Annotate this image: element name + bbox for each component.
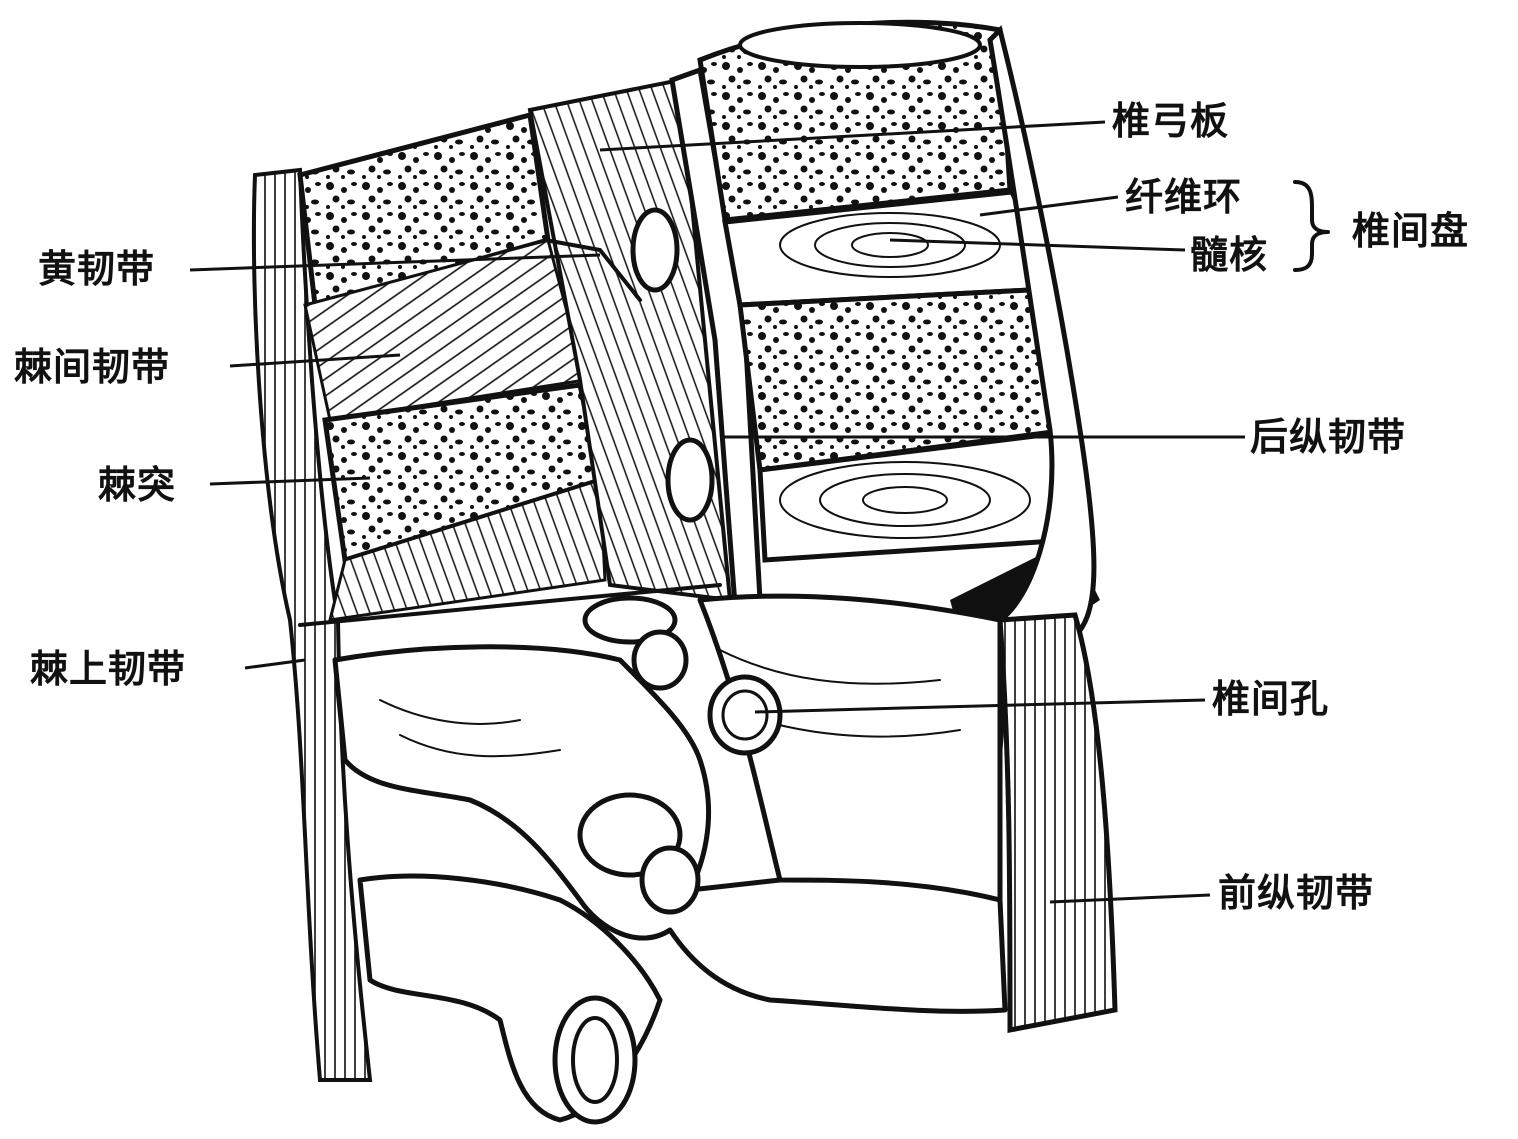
lower-spinous-process [325, 385, 605, 620]
label-intervertebral-disc: 椎间盘 [1352, 212, 1469, 250]
label-vertebral-lamina: 椎弓板 [1112, 102, 1229, 140]
label-interspinous-ligament: 棘间韧带 [14, 348, 170, 386]
label-anterior-longitudinal-ligament: 前纵韧带 [1218, 874, 1374, 912]
disc-brace [1295, 182, 1328, 270]
label-supraspinous-ligament: 棘上韧带 [30, 650, 186, 688]
upper-vertebral-body [700, 22, 1010, 220]
label-intervertebral-foramen: 椎间孔 [1212, 680, 1329, 718]
label-posterior-longitudinal-ligament: 后纵韧带 [1250, 418, 1406, 456]
label-spinous-process: 棘突 [98, 466, 176, 504]
intervertebral-foramen [710, 677, 780, 753]
label-nucleus-pulposus: 髓核 [1190, 236, 1268, 274]
label-annulus-fibrosus: 纤维环 [1125, 178, 1242, 216]
label-ligamentum-flavum: 黄韧带 [38, 250, 155, 288]
lower-vertebra [335, 596, 1005, 1122]
